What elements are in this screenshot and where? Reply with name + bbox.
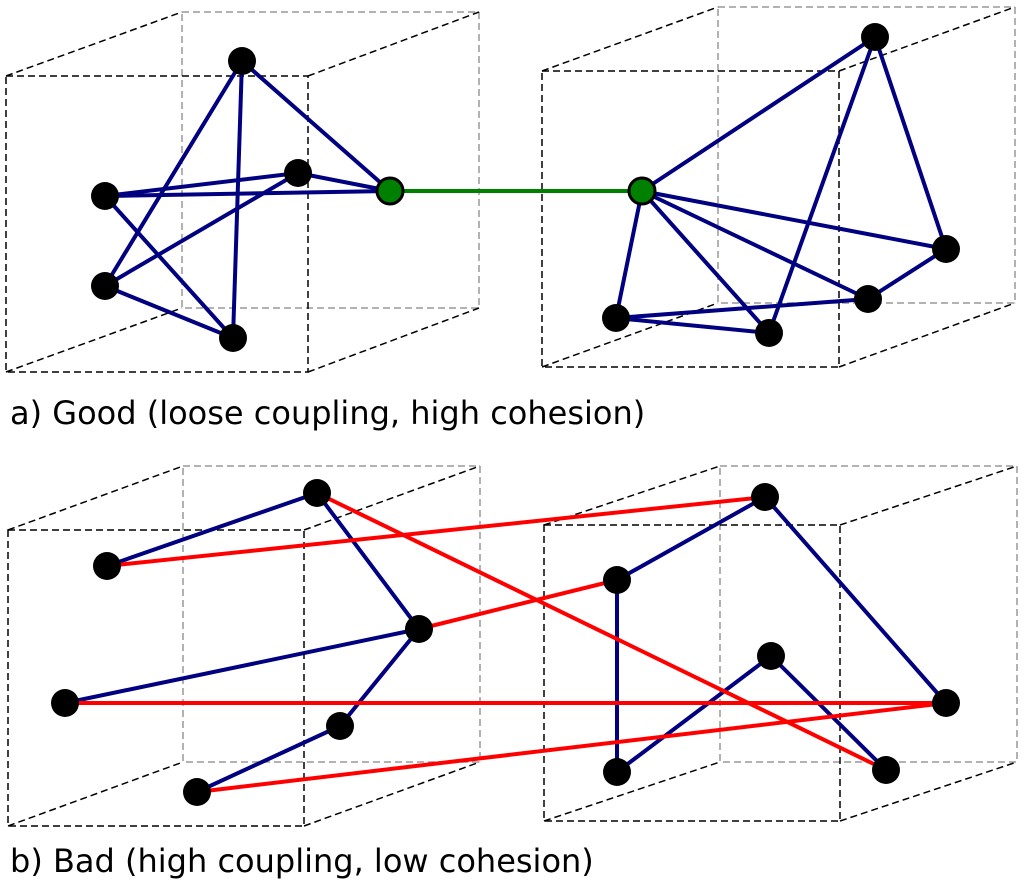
graph-edges <box>63 35 948 794</box>
graph-node <box>303 479 331 507</box>
module-box-back-face <box>717 6 1016 304</box>
coupling-edge <box>195 701 948 794</box>
coupling-edge <box>315 491 888 772</box>
intra-module-edge <box>103 171 300 288</box>
module-box-depth-edge <box>303 761 481 827</box>
module-box-depth-edge <box>7 465 184 531</box>
intra-module-edge <box>640 35 877 193</box>
intra-module-edge <box>866 247 948 301</box>
module-box-4 <box>543 465 1018 822</box>
intra-module-edge <box>195 724 342 794</box>
graph-node <box>91 182 119 210</box>
module-box-depth-edge <box>307 11 480 77</box>
module-box-depth-edge <box>5 11 183 77</box>
graph-node <box>861 23 889 51</box>
intra-module-edge <box>103 284 235 340</box>
intra-module-edge <box>231 59 244 340</box>
graph-node <box>405 615 433 643</box>
intra-module-edge <box>240 59 392 193</box>
graph-node <box>757 642 785 670</box>
intra-module-edge <box>103 189 392 198</box>
module-box-back-face <box>181 11 480 309</box>
graph-node <box>602 304 630 332</box>
graph-node <box>228 47 256 75</box>
graph-node <box>93 552 121 580</box>
graph-nodes <box>51 23 960 806</box>
graph-node <box>326 712 354 740</box>
intra-module-edge <box>103 59 244 288</box>
intra-module-edge <box>315 491 421 631</box>
module-box-1 <box>5 11 480 373</box>
module-box-depth-edge <box>303 465 481 531</box>
intra-module-edge <box>615 495 767 582</box>
module-box-front-face <box>7 529 305 827</box>
graph-node <box>932 235 960 263</box>
intra-module-edge <box>769 654 888 772</box>
module-box-depth-edge <box>543 761 721 822</box>
module-box-depth-edge <box>839 761 1018 822</box>
graph-node <box>219 324 247 352</box>
caption-bad: b) Bad (high coupling, low cohesion) <box>10 842 594 880</box>
interface-node <box>627 176 657 206</box>
graph-node <box>755 319 783 347</box>
intra-module-edge <box>873 35 948 251</box>
module-box-front-face <box>543 524 841 822</box>
graph-node <box>284 159 312 187</box>
caption-good: a) Good (loose coupling, high cohesion) <box>10 394 646 432</box>
coupling-edge <box>105 495 767 568</box>
graph-node <box>932 689 960 717</box>
module-box-depth-edge <box>838 302 1016 368</box>
interface-node <box>375 176 405 206</box>
intra-module-edge <box>614 189 644 320</box>
graph-node <box>751 483 779 511</box>
coupling-edge <box>417 578 619 631</box>
module-box-depth-edge <box>543 465 721 526</box>
module-box-front-face <box>541 70 840 368</box>
graph-node <box>91 272 119 300</box>
module-box-depth-edge <box>838 6 1016 72</box>
graph-node <box>51 689 79 717</box>
graph-node <box>603 758 631 786</box>
intra-module-edge <box>103 171 300 198</box>
intra-module-edge <box>615 654 773 774</box>
intra-module-edge <box>614 297 870 320</box>
module-box-depth-edge <box>5 307 183 373</box>
intra-module-edge <box>105 491 319 568</box>
intra-module-edge <box>296 171 392 193</box>
module-box-depth-edge <box>7 761 184 827</box>
graph-node <box>603 566 631 594</box>
graph-node <box>183 778 211 806</box>
intra-module-edge <box>767 35 877 335</box>
intra-module-edge <box>338 627 421 728</box>
module-box-depth-edge <box>541 6 719 72</box>
intra-module-edge <box>614 316 771 335</box>
intra-module-edge <box>763 495 948 705</box>
module-box-front-face <box>5 75 309 373</box>
intra-module-edge <box>640 189 870 301</box>
intra-module-edge <box>640 189 948 251</box>
graph-node <box>854 285 882 313</box>
module-box-depth-edge <box>307 307 480 373</box>
intra-module-edge <box>103 194 235 340</box>
module-box-depth-edge <box>839 465 1018 526</box>
intra-module-edge <box>63 627 421 705</box>
graph-node <box>872 756 900 784</box>
